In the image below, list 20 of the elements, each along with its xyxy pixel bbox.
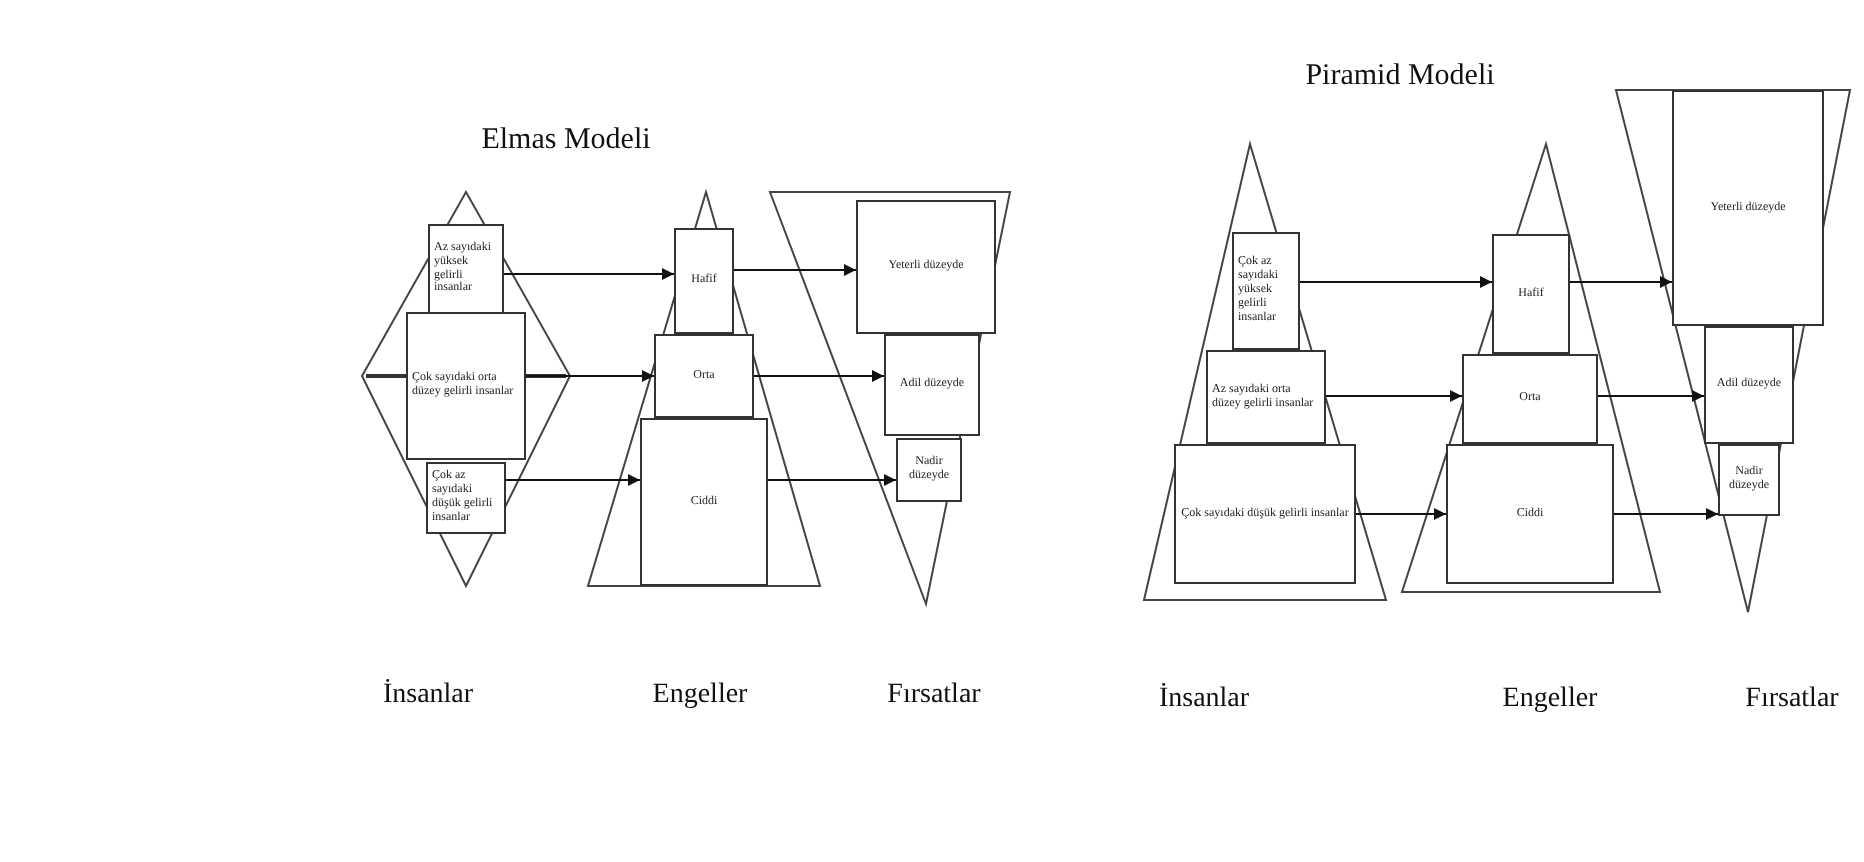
arrow [1299,276,1493,288]
arrow [1597,390,1705,402]
model-title: Piramid Modeli [1305,60,1495,94]
column-label: Engeller [1502,684,1598,716]
arrow [1613,508,1719,520]
arrow [767,474,897,486]
column-label: Fırsatlar [887,680,981,712]
arrow [505,474,641,486]
arrow [525,370,655,382]
model-title: Elmas Modeli [481,124,651,158]
column-label: Fırsatlar [1745,684,1839,716]
arrow [1569,276,1673,288]
column-label: Engeller [652,680,748,712]
column-label: İnsanlar [382,680,474,712]
arrow [1325,390,1463,402]
column-label: İnsanlar [1158,684,1250,716]
arrow [503,268,675,280]
arrow [753,370,885,382]
arrow [733,264,857,276]
arrow [1355,508,1447,520]
